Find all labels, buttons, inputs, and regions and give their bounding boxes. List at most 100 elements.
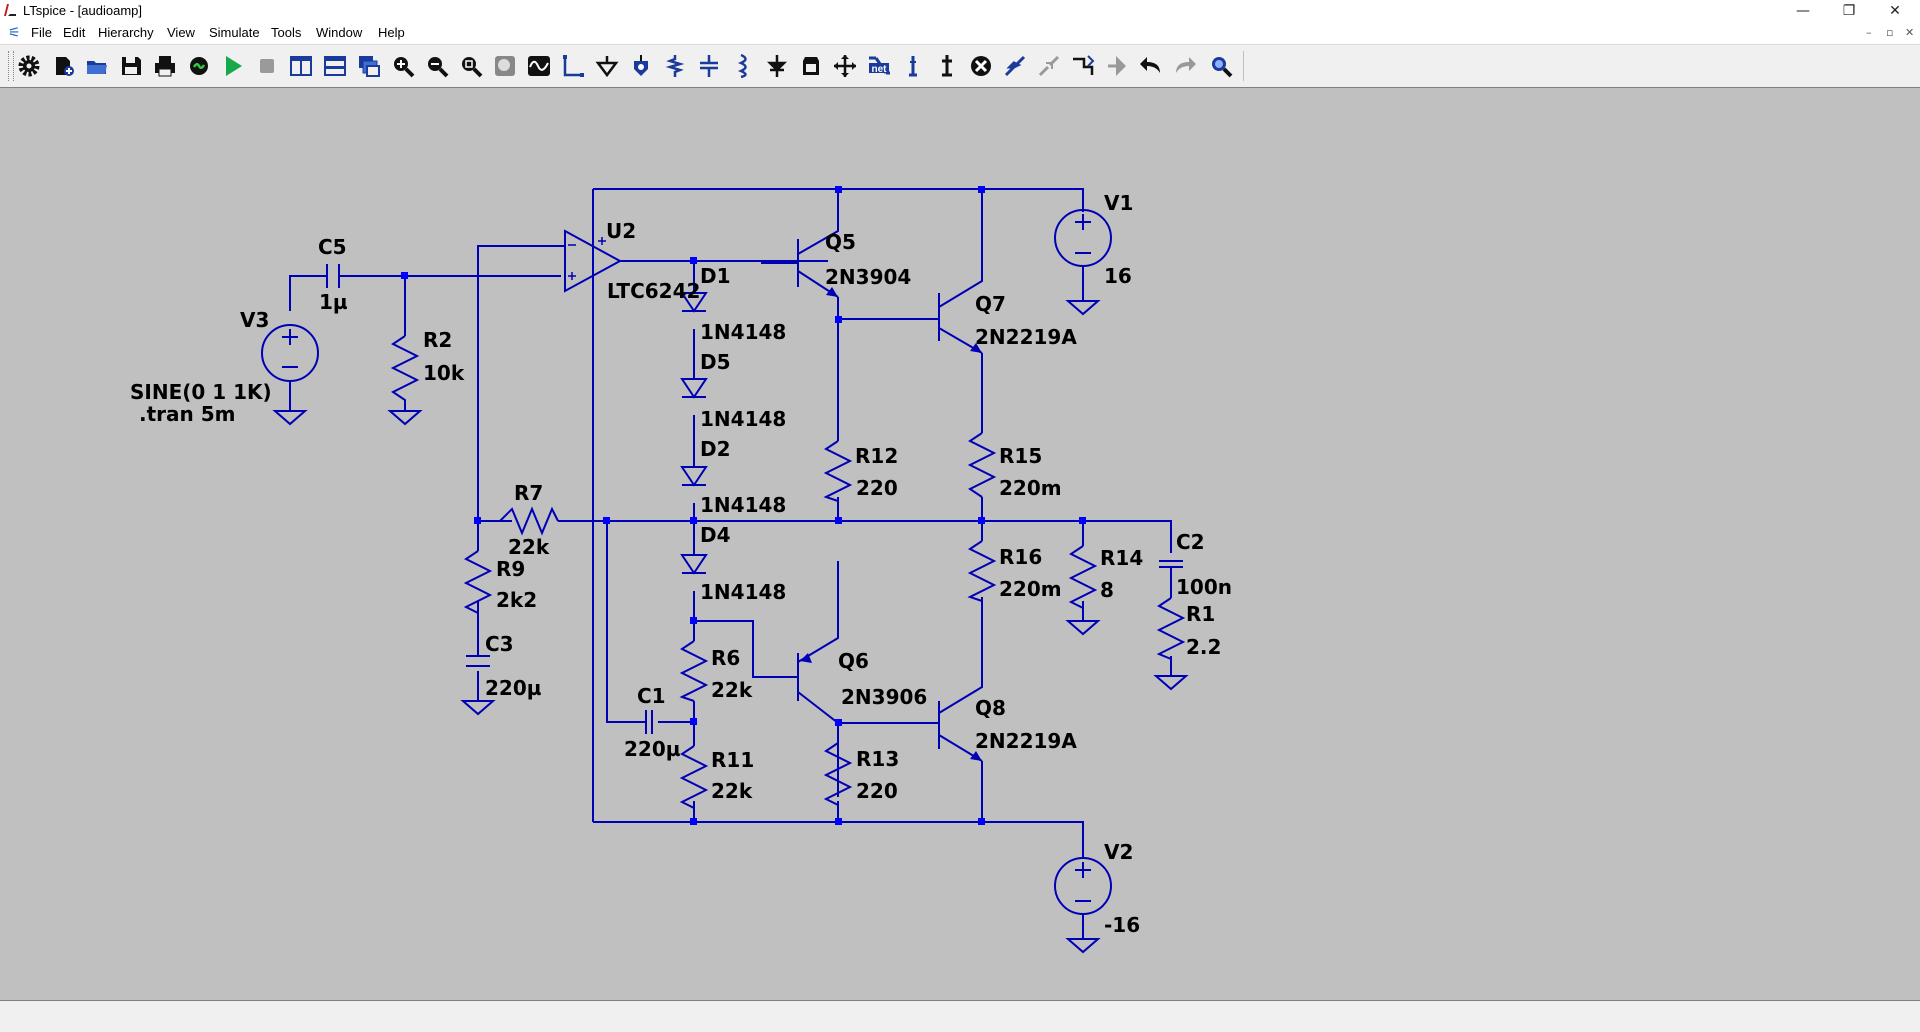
r13-symbol: [823, 742, 853, 806]
tile-vertical-icon[interactable]: [288, 53, 314, 79]
menu-tools[interactable]: Tools: [271, 25, 302, 40]
r13-value-label: 220: [856, 779, 898, 803]
junction-dots: [401, 186, 1086, 825]
toolbar-grip[interactable]: [8, 51, 14, 81]
status-bar: [0, 1001, 1920, 1032]
r7-ref-label: R7: [514, 481, 543, 505]
mirror-icon[interactable]: [1070, 53, 1096, 79]
menu-help[interactable]: Help: [378, 25, 405, 40]
undo-icon[interactable]: [1138, 53, 1164, 79]
capacitor-icon[interactable]: [696, 53, 722, 79]
menu-hierarchy[interactable]: Hierarchy: [98, 25, 154, 40]
v3-value-label: SINE(0 1 1K): [130, 380, 272, 404]
d2-symbol: [680, 466, 708, 487]
q7-ref-label: Q7: [975, 292, 1006, 316]
r1-symbol: [1156, 597, 1186, 660]
r16-ref-label: R16: [999, 545, 1042, 569]
menu-edit[interactable]: Edit: [63, 25, 86, 40]
cascade-icon[interactable]: [356, 53, 382, 79]
diode-icon[interactable]: [764, 53, 790, 79]
schematic-drawing[interactable]: U2 LTC6242 C5 1µ V3 SINE(0 1 1K) .tran 5…: [0, 88, 1920, 1000]
c2-ref-label: C2: [1176, 530, 1205, 554]
new-schematic-icon[interactable]: [50, 53, 76, 79]
wire-icon[interactable]: [560, 53, 586, 79]
diode-symbols: [680, 292, 708, 575]
close-button[interactable]: ✕: [1889, 3, 1901, 19]
zoom-back-icon[interactable]: [492, 53, 518, 79]
rotate-icon[interactable]: [1036, 53, 1062, 79]
u2-ref-label: U2: [606, 219, 636, 243]
mdi-restore-button[interactable]: ▫: [1886, 26, 1894, 39]
delete-icon[interactable]: [968, 53, 994, 79]
r14-symbol: [1068, 545, 1098, 621]
r2-value-label: 10k: [423, 361, 465, 385]
toolbar: net: [0, 44, 1920, 88]
q5-ref-label: Q5: [825, 230, 856, 254]
u2-value-label: LTC6242: [607, 279, 700, 303]
component-icon[interactable]: [798, 53, 824, 79]
duplicate-icon[interactable]: [1002, 53, 1028, 79]
paste-icon[interactable]: [1104, 53, 1130, 79]
r9-ref-label: R9: [496, 557, 525, 581]
q6-value-label: 2N3906: [841, 685, 927, 709]
save-icon[interactable]: [118, 53, 144, 79]
window-title: LTspice - [audioamp]: [23, 3, 142, 18]
toolbar-separator: [1243, 51, 1244, 81]
zoom-fit-icon[interactable]: [458, 53, 484, 79]
c5-ref-label: C5: [318, 235, 347, 259]
capacitor-symbols: [326, 264, 1183, 734]
spice-directive-icon[interactable]: [934, 53, 960, 79]
v2-value-label: -16: [1104, 913, 1140, 937]
d1-ref-label: D1: [700, 264, 731, 288]
print-icon[interactable]: [152, 53, 178, 79]
r15-ref-label: R15: [999, 444, 1042, 468]
undo-net-icon[interactable]: net: [866, 53, 892, 79]
r16-value-label: 220m: [999, 577, 1062, 601]
menu-view[interactable]: View: [167, 25, 195, 40]
q7-value-label: 2N2219A: [975, 325, 1077, 349]
c2-value-label: 100n: [1176, 575, 1232, 599]
open-folder-icon[interactable]: [84, 53, 110, 79]
q8-ref-label: Q8: [975, 696, 1006, 720]
ground-icon[interactable]: [594, 53, 620, 79]
waveform-icon[interactable]: [526, 53, 552, 79]
r12-value-label: 220: [856, 476, 898, 500]
r16-symbol: [967, 540, 997, 602]
ground-symbols: [272, 300, 1189, 954]
r15-symbol: [967, 432, 997, 498]
mdi-minimize-button[interactable]: –: [1866, 26, 1872, 39]
inductor-icon[interactable]: [730, 53, 756, 79]
opamp-pins: [568, 237, 606, 280]
menu-file[interactable]: File: [31, 25, 52, 40]
menu-simulate[interactable]: Simulate: [209, 25, 260, 40]
redo-icon[interactable]: [1172, 53, 1198, 79]
tran-directive[interactable]: .tran 5m: [139, 402, 235, 426]
mdi-close-button[interactable]: ✕: [1905, 26, 1915, 39]
find-icon[interactable]: [1208, 53, 1234, 79]
minimize-button[interactable]: —: [1796, 3, 1810, 19]
zoom-in-icon[interactable]: [390, 53, 416, 79]
zoom-out-icon[interactable]: [424, 53, 450, 79]
menu-window[interactable]: Window: [316, 25, 363, 40]
c1-value-label: 220µ: [624, 737, 681, 761]
r11-symbol: [679, 745, 709, 809]
text-tool-icon[interactable]: [900, 53, 926, 79]
control-panel-icon[interactable]: [186, 53, 212, 79]
maximize-button[interactable]: ❐: [1842, 3, 1856, 19]
d5-symbol: [680, 378, 708, 399]
move-icon[interactable]: [832, 53, 858, 79]
v1-ref-label: V1: [1104, 191, 1133, 215]
r6-ref-label: R6: [711, 646, 740, 670]
c5-symbol: [326, 264, 340, 288]
transistor-arrows: [800, 287, 982, 761]
r11-ref-label: R11: [711, 748, 754, 772]
schematic-doc-icon[interactable]: ⚟: [8, 25, 21, 41]
tile-horizontal-icon[interactable]: [322, 53, 348, 79]
schematic-canvas[interactable]: U2 LTC6242 C5 1µ V3 SINE(0 1 1K) .tran 5…: [0, 87, 1920, 1001]
halt-icon[interactable]: [254, 53, 280, 79]
resistor-icon[interactable]: [662, 53, 688, 79]
settings-icon[interactable]: [16, 53, 42, 79]
run-icon[interactable]: [220, 53, 246, 79]
label-net-icon[interactable]: [628, 53, 654, 79]
d1-value-label: 1N4148: [700, 320, 786, 344]
